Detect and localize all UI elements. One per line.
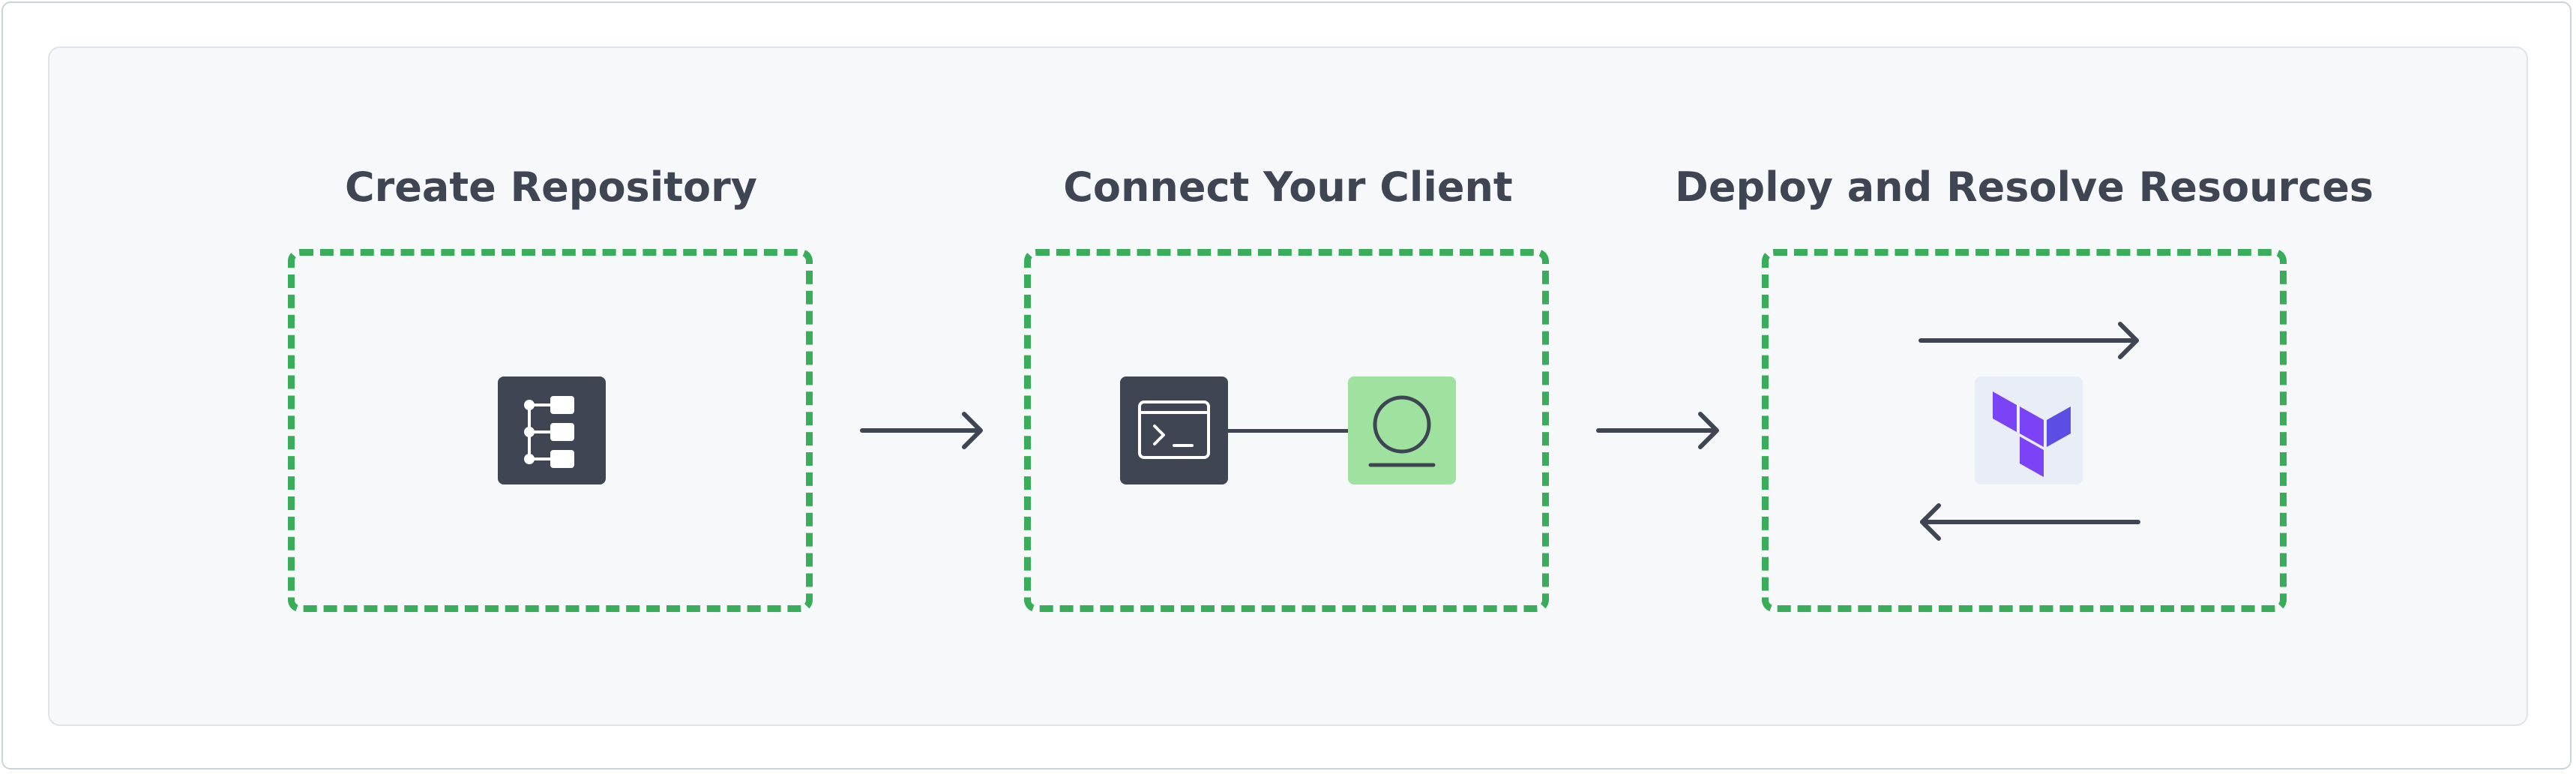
step-box-deploy-and-resolve-resources: [1762, 249, 2287, 612]
terminal-icon: [1120, 376, 1228, 484]
arrow-right-icon: [1918, 318, 2143, 363]
step-title-create-repository: Create Repository: [345, 164, 757, 211]
client-node-icon: [1348, 376, 1456, 484]
step-box-create-repository: [288, 249, 813, 612]
arrow-right-icon: [859, 408, 987, 453]
client-connector-line: [1228, 429, 1351, 433]
diagram-panel: [48, 46, 2528, 726]
repository-tree-icon: [498, 376, 606, 484]
step-title-connect-your-client: Connect Your Client: [1063, 164, 1513, 211]
arrow-left-icon: [1916, 500, 2141, 544]
step-title-deploy-and-resolve-resources: Deploy and Resolve Resources: [1675, 164, 2374, 211]
arrow-right-icon: [1595, 408, 1723, 453]
step-box-connect-your-client: [1024, 249, 1549, 612]
terraform-logo-icon: [1975, 376, 2083, 484]
